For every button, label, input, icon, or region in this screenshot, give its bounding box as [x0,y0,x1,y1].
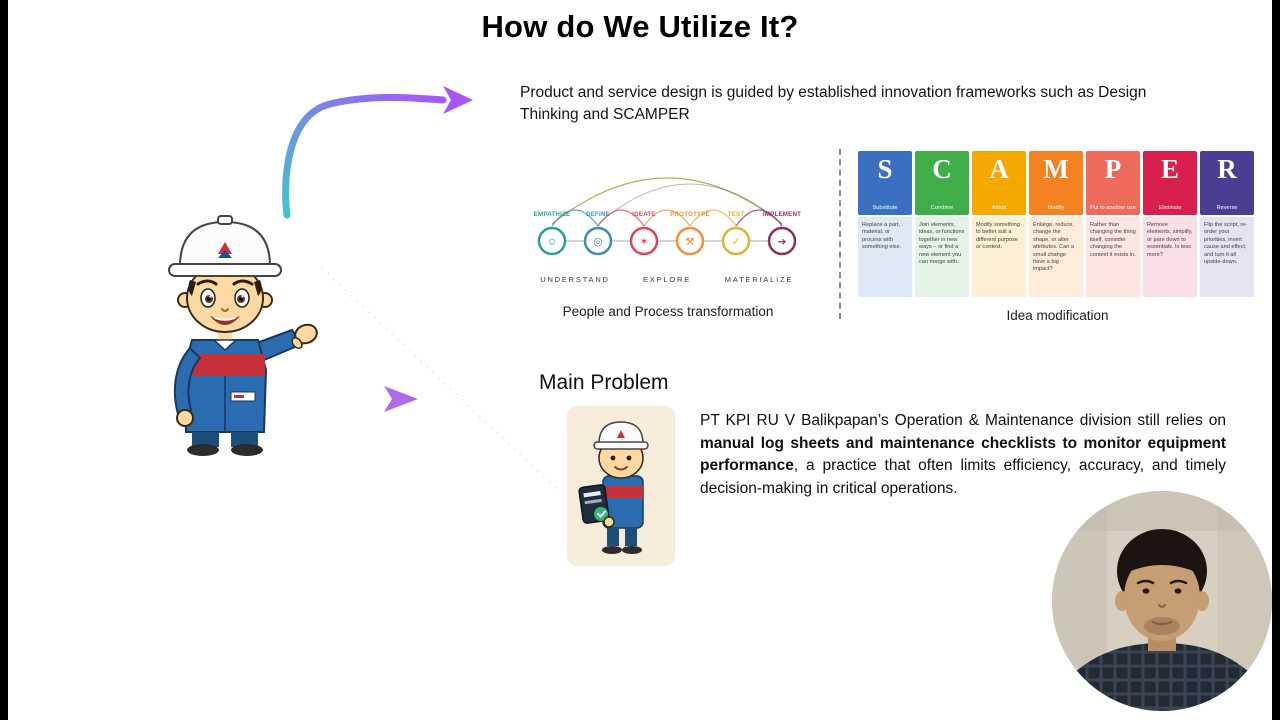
scamper-word: Put to another use [1090,204,1136,211]
main-problem-heading: Main Problem [539,371,669,394]
arrowhead-icon [384,386,418,412]
tools-icon: ⚒ [685,236,695,248]
phase-circle [583,226,613,256]
scamper-description: Rather than changing the thing itself, c… [1086,217,1140,297]
scamper-description: Replace a part, material, or process wit… [858,217,912,297]
scamper-card-combine: C Combine Join elements, ideas, or funct… [915,151,969,297]
phase-label: IDEATE [632,211,655,218]
checkmark-icon: ✓ [732,236,741,248]
curved-arrow [282,86,473,219]
stage-label-materialize: MATERIALIZE [725,275,793,284]
scamper-description: Flip the script, re-order your prioritie… [1200,217,1254,297]
scamper-card-adapt: A Adapt Modify something to better suit … [972,151,1026,297]
scamper-letter: S [877,154,893,184]
scamper-description: Join elements, ideas, or functions toget… [915,217,969,297]
pertamina-mascot-illustration [168,215,318,456]
magnifier-icon: ◎ [593,236,602,248]
scamper-letter-box: S Substitute [858,151,912,215]
scamper-word: Substitute [872,204,898,211]
problem-text-tail: , a practice that often limits efficienc… [700,457,1226,497]
scamper-card-reverse: R Reverse Flip the script, re-order your… [1200,151,1254,297]
scamper-description: Enlarge, reduce, change the shape, or al… [1029,217,1083,297]
scamper-card-eliminate: E Eliminate Remove elements, simplify, o… [1143,151,1197,297]
scamper-letter-box: P Put to another use [1086,151,1140,215]
problem-text-lead: PT KPI RU V Balikpapan’s Operation & Mai… [700,412,1226,429]
intro-text: Product and service design is guided by … [520,84,1147,124]
scamper-letter-box: R Reverse [1200,151,1254,215]
phase-circle [721,226,751,256]
stage-label-understand: UNDERSTAND [540,275,610,284]
rocket-icon: ➔ [778,236,787,248]
scamper-description: Remove elements, simplify, or pare down … [1143,217,1197,297]
stage-label-explore: EXPLORE [643,275,691,284]
scamper-word: Adapt [991,204,1007,211]
scamper-letter: C [932,154,952,184]
phase-label: IMPLEMENT [763,211,801,218]
scamper-letter: P [1104,154,1122,184]
design-thinking-caption: People and Process transformation [562,304,774,319]
scamper-letter: R [1217,154,1237,184]
webcam-overlay [1052,491,1272,711]
scamper-word: Combine [930,204,954,211]
scamper-word: Modify [1047,204,1065,211]
scamper-caption: Idea modification [1006,308,1109,323]
scamper-letter-box: M Modify [1029,151,1083,215]
person-icon: ☺ [547,236,558,248]
lightbulb-icon: ✶ [640,236,649,248]
scamper-card-modify: M Modify Enlarge, reduce, change the sha… [1029,151,1083,297]
scamper-description: Modify something to better suit a differ… [972,217,1026,297]
scamper-word: Reverse [1216,204,1238,211]
straight-arrow [303,386,418,412]
scamper-letter: E [1160,154,1179,184]
scamper-card-substitute: S Substitute Replace a part, material, o… [858,151,912,297]
phase-label: DEFINE [586,211,610,218]
design-thinking-diagram: EMPATHIZE DEFINE IDEATE PROTOTYPE TEST I… [534,177,801,284]
problem-text-emphasis: manual log sheets and maintenance checkl… [700,434,1226,475]
phase-label: EMPATHIZE [534,211,571,218]
scamper-letter: A [989,154,1009,184]
presenter-image [1052,491,1272,711]
scamper-letter-box: C Combine [915,151,969,215]
phase-circle [537,226,567,256]
scamper-letter-box: E Eliminate [1143,151,1197,215]
scamper-letter: M [1043,154,1069,184]
dashed-divider [839,149,841,319]
scamper-diagram: S Substitute Replace a part, material, o… [858,151,1254,297]
phase-label: TEST [728,211,745,218]
worker-with-tablet-illustration [567,406,675,566]
phase-circle [629,226,659,256]
main-problem-text: PT KPI RU V Balikpapan’s Operation & Mai… [700,410,1226,501]
slide-title: How do We Utilize It? [481,9,799,44]
phase-circle [675,226,705,256]
arrowhead-icon [443,86,473,114]
scamper-card-put-to-another-use: P Put to another use Rather than changin… [1086,151,1140,297]
left-black-bar [0,0,8,720]
right-black-bar [1272,0,1280,720]
phase-circle [767,226,797,256]
scamper-word: Eliminate [1158,204,1182,211]
phase-label: PROTOTYPE [670,211,710,218]
scamper-letter-box: A Adapt [972,151,1026,215]
